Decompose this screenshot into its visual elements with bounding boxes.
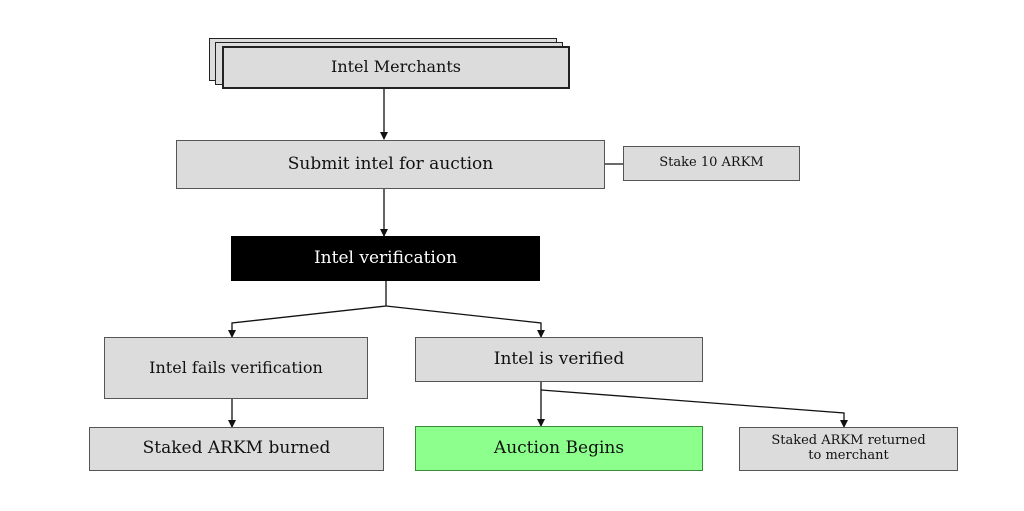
intel-verified-node: Intel is verified — [415, 337, 703, 382]
auction-begins-label: Auction Begins — [493, 437, 625, 458]
arrow-verified-to-returned — [540, 389, 848, 428]
arrow-verification-to-fails — [228, 305, 387, 338]
arrow-verification-to-verified — [385, 305, 545, 338]
intel-fails-node: Intel fails verification — [104, 337, 368, 399]
staked-arkm-burned-node: Staked ARKM burned — [89, 427, 384, 471]
intel-fails-label: Intel fails verification — [149, 357, 323, 377]
intel-verification-node: Intel verification — [231, 236, 540, 281]
intel-merchants-node: Intel Merchants — [222, 46, 570, 89]
staked-arkm-burned-label: Staked ARKM burned — [142, 438, 331, 459]
auction-begins-node: Auction Begins — [415, 426, 703, 471]
staked-arkm-returned-node: Staked ARKM returned to merchant — [739, 427, 958, 471]
intel-merchants-label: Intel Merchants — [331, 57, 461, 77]
submit-intel-label: Submit intel for auction — [287, 153, 494, 174]
submit-intel-node: Submit intel for auction — [176, 140, 605, 189]
intel-verification-label: Intel verification — [313, 247, 458, 268]
staked-arkm-returned-label: Staked ARKM returned to merchant — [771, 433, 926, 463]
stake-arkm-label: Stake 10 ARKM — [659, 155, 764, 171]
intel-verified-label: Intel is verified — [493, 348, 625, 369]
stake-arkm-node: Stake 10 ARKM — [623, 146, 800, 181]
